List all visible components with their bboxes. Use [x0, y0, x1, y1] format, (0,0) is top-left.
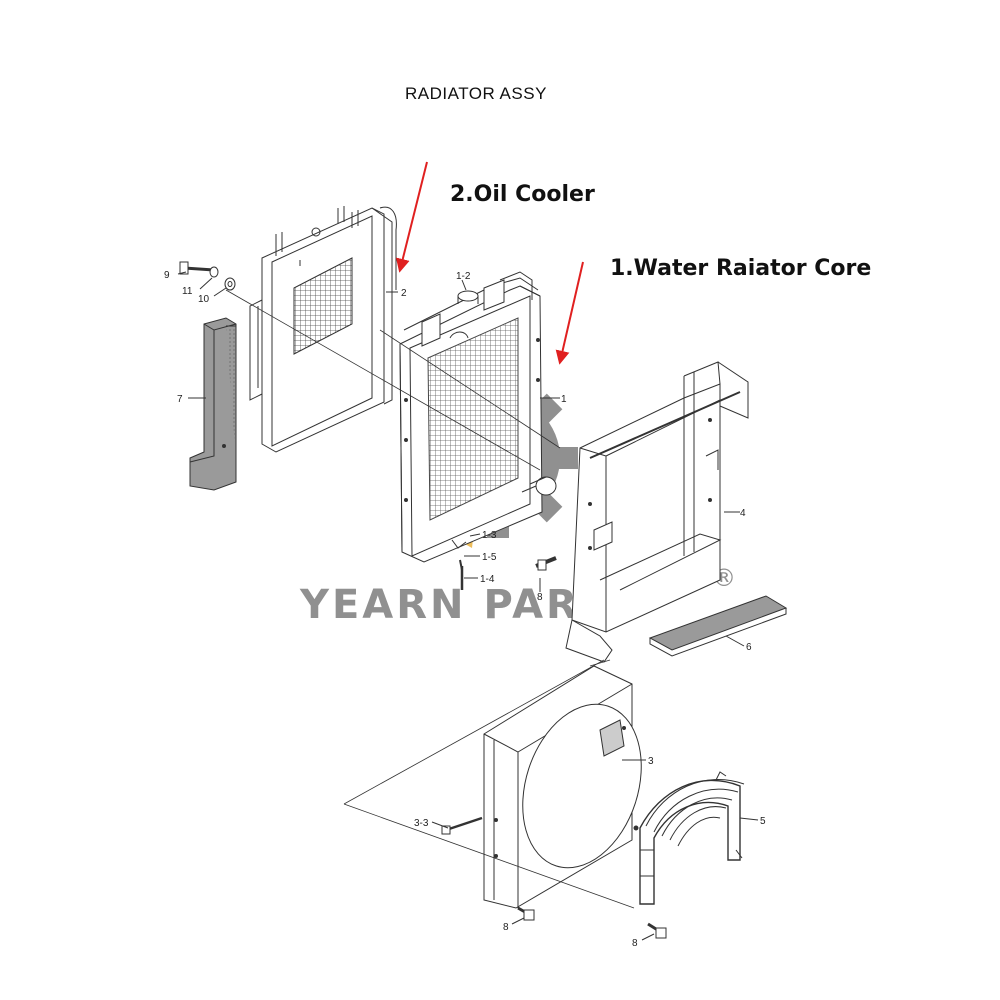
- label-part-5: 5: [760, 816, 766, 827]
- seal-pad-6: [648, 595, 788, 651]
- label-part-2: 2: [401, 288, 407, 299]
- plug-8-bottom-left: [517, 906, 535, 921]
- label-part-8-bottom-right: 8: [632, 938, 638, 949]
- bolt-9: [179, 261, 215, 275]
- label-part-8-middle: 8: [537, 592, 543, 603]
- label-part-4: 4: [740, 508, 746, 519]
- label-part-10: 10: [198, 294, 210, 305]
- label-part-1-2: 1-2: [456, 271, 471, 282]
- callout-water-radiator-core: 1.Water Raiator Core: [610, 256, 872, 281]
- plug-8-bottom-right: [647, 922, 667, 939]
- washer-10: [224, 277, 236, 291]
- label-part-7: 7: [177, 394, 183, 405]
- callout-oil-cooler: 2.Oil Cooler: [450, 182, 595, 207]
- part-labels: 9 11 10 2 7 1-2 1 1-3 1-5 1-4 8 4 6 3 3-…: [164, 270, 766, 949]
- label-part-3: 3: [648, 756, 654, 767]
- arrow-oil-cooler-icon: [395, 161, 428, 273]
- label-part-3-3: 3-3: [414, 818, 429, 829]
- label-part-11: 11: [182, 286, 193, 297]
- bolt-3-3: [441, 816, 483, 835]
- label-part-1-3: 1-3: [482, 530, 497, 541]
- arrow-water-core-icon: [555, 261, 584, 365]
- radiator-cap: [457, 290, 479, 302]
- bracket-7: [189, 317, 237, 491]
- fan-shroud-3: [483, 665, 642, 909]
- plug-8-middle: [535, 556, 557, 571]
- oil-cooler: [249, 206, 397, 453]
- label-part-8-bottom-left: 8: [503, 922, 509, 933]
- washer-11: [209, 266, 219, 278]
- label-part-9: 9: [164, 270, 170, 281]
- shroud-frame-4: [565, 361, 749, 663]
- label-part-1-4: 1-4: [480, 574, 495, 585]
- label-part-6: 6: [746, 642, 752, 653]
- fan-guard-5: [633, 771, 745, 905]
- diagram-title: RADIATOR ASSY: [405, 84, 547, 103]
- label-part-1: 1: [561, 394, 567, 405]
- water-radiator-core: [399, 271, 557, 590]
- label-part-1-5: 1-5: [482, 552, 497, 563]
